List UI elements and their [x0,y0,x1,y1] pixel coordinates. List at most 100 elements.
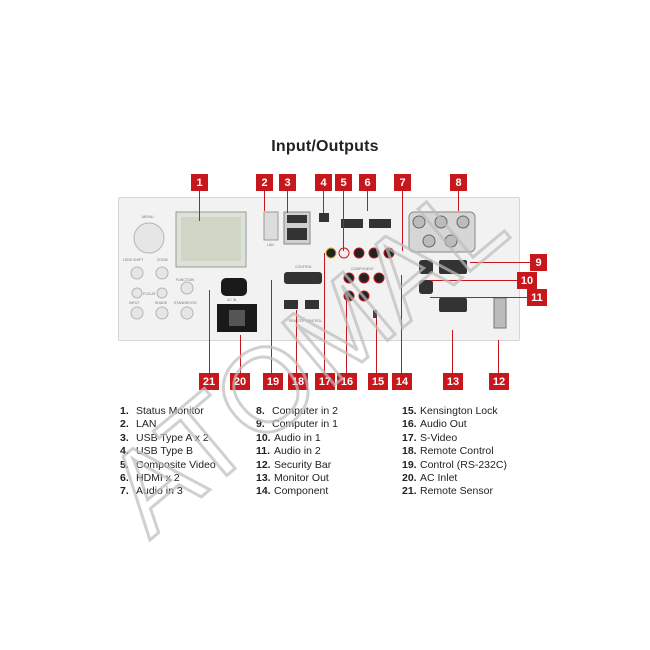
callout-6: 6 [359,174,376,191]
lan-port-icon [287,228,307,240]
leader-4 [323,191,324,213]
zoom-button-icon [155,266,169,280]
hdmi-2-port-icon [369,219,391,228]
lens-shift-button-icon [130,266,144,280]
leader-6 [367,191,368,211]
callout-3: 3 [279,174,296,191]
legend-item: 6.HDMI x 2 [120,472,180,485]
leader-5 [343,191,344,251]
focus-right-button-icon [156,287,168,299]
leader-1 [199,191,200,221]
legend-item: 17.S-Video [402,431,458,444]
callout-5: 5 [335,174,352,191]
callout-18: 18 [288,373,308,390]
legend-column-2: 8.Computer in 2 9.Computer in 1 10.Audio… [256,405,338,499]
callout-13: 13 [443,373,463,390]
remote-label: REMOTE CONTROL [289,319,322,323]
leader-7 [402,191,403,251]
leader-13 [452,330,453,373]
legend-item: 10.Audio in 1 [256,431,321,444]
bnc-g-icon [434,215,448,229]
legend-item: 8.Computer in 2 [256,405,338,417]
legend-item: 19.Control (RS-232C) [402,458,507,471]
callout-14: 14 [392,373,412,390]
callout-8: 8 [450,174,467,191]
leader-2 [264,191,265,211]
callout-17: 17 [315,373,335,390]
leader-15 [376,318,377,373]
legend-item: 12.Security Bar [256,458,332,471]
audio-out-left-jack-icon [343,290,355,302]
projector-rear-panel: MENU LENS SHIFT ZOOM FOCUS INPUT SHADE S… [118,197,520,341]
usb-a-port-icon [287,215,307,223]
leader-8 [458,191,459,211]
legend-column-1: 1.Status Monitor 2.LAN 3.USB Type A x 2 … [120,405,216,499]
component-pb-jack-icon [358,272,370,284]
legend-item: 5.Composite Video [120,458,216,471]
callout-20: 20 [230,373,250,390]
monitor-out-port-icon [439,298,467,312]
composite-video-jack-icon [325,247,337,259]
ac-in-label: AC IN [227,298,237,302]
leader-21 [209,290,210,373]
leader-12 [498,340,499,373]
panel-illustration: MENU LENS SHIFT ZOOM FOCUS INPUT SHADE S… [123,211,507,332]
callout-9: 9 [530,254,547,271]
legend-item: 16.Audio Out [402,418,467,431]
hdmi-1-port-icon [341,219,363,228]
leader-18 [296,310,297,373]
bnc-b-icon [456,215,470,229]
legend-column-3: 15.Kensington Lock 16.Audio Out 17.S-Vid… [402,405,507,499]
shade-button-icon [155,306,169,320]
leader-14 [401,275,402,373]
audio-out-right-jack-icon [358,290,370,302]
rs232c-port-icon [284,272,322,284]
function-label: FUNCTION [176,278,195,282]
input-button-icon [130,306,144,320]
legend-item: 14.Component [256,485,329,498]
menu-button-icon [133,222,165,254]
lan-block [263,211,279,241]
callout-1: 1 [191,174,208,191]
leader-11 [430,297,527,298]
callout-19: 19 [263,373,283,390]
callout-21: 21 [199,373,219,390]
shade-label: SHADE [155,301,168,305]
svideo-jack-icon [338,247,350,259]
menu-label: MENU [142,214,154,219]
legend-item: 21.Remote Sensor [402,485,493,498]
security-bar-icon [493,297,507,329]
audio-in3-right-jack-icon [368,247,380,259]
legend-item: 9.Computer in 1 [256,418,338,431]
component-pr-jack-icon [373,272,385,284]
status-monitor-display [181,217,241,261]
audio-in3-left-jack-icon [353,247,365,259]
page-title: Input/Outputs [271,138,379,155]
callout-7: 7 [394,174,411,191]
control-label: CONTROL [295,265,312,269]
callout-15: 15 [368,373,388,390]
callout-12: 12 [489,373,509,390]
lan-label: LAN [267,243,274,247]
ac-inlet-socket [229,310,245,326]
legend-item: 20.AC Inlet [402,472,458,485]
component-y-jack-icon [343,272,355,284]
legend-item: 1.Status Monitor [120,405,204,417]
remote-sensor-icon [221,278,247,296]
audio-in1-jack-icon [419,260,433,274]
leader-16 [346,300,347,373]
standby-label: STANDBY/ON [174,301,197,305]
callout-10: 10 [517,272,537,289]
legend-item: 4.USB Type B [120,445,194,458]
leader-9 [470,262,530,263]
standby-button-icon [180,306,194,320]
legend-item: 2.LAN [120,418,157,431]
zoom-label: ZOOM [157,258,168,262]
leader-17 [324,253,325,373]
legend-item: 18.Remote Control [402,445,494,458]
bnc-v-icon [444,234,458,248]
bnc-h-icon [422,234,436,248]
callout-16: 16 [337,373,357,390]
audio-in3-jack-icon [383,247,395,259]
callout-11: 11 [527,289,547,306]
